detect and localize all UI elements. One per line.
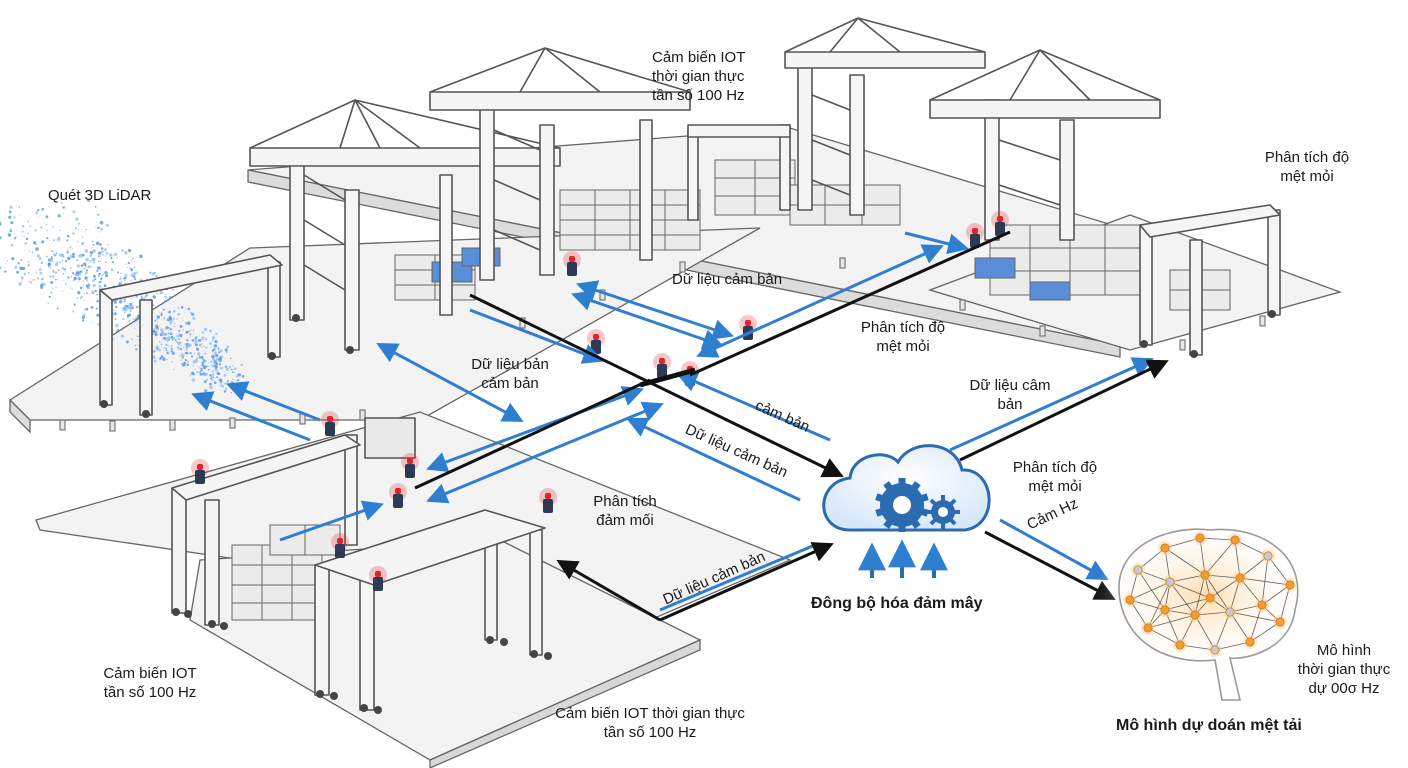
- fatigue-analysis-label-mid: Phân tích độ mệt mỏi: [860, 319, 946, 355]
- crane-icon: [929, 49, 1161, 241]
- lidar-label: Quét 3D LiDAR: [48, 187, 152, 204]
- fatigue-analysis-label-left: Phân tích đảm mối: [593, 493, 657, 529]
- crane-icon: [1139, 204, 1281, 356]
- crane-wheels: [100, 310, 1276, 714]
- blue-flows: [191, 231, 1154, 612]
- sensor-beacon-icon: [966, 223, 984, 248]
- sensor-beacon-icon: [401, 453, 419, 478]
- upload-arrows: [858, 539, 948, 578]
- gear-icon: [875, 478, 929, 532]
- crane-icon: [99, 254, 283, 416]
- crane-icon: [429, 47, 691, 281]
- fatigue-analysis-label-top-right: Phân tích độ mệt mỏi: [1264, 149, 1350, 185]
- crane-icon: [314, 509, 546, 711]
- brain-network-icon: [1095, 515, 1315, 701]
- crane-icon: [784, 17, 986, 216]
- board-sensor-data-label: Dữ liệu bản cảm bản: [471, 356, 549, 392]
- sensor-beacon-icon: [389, 483, 407, 508]
- sensor-data-label-top: Dữ liệu cảm bản: [672, 271, 783, 288]
- iot-sensor-label-bottom-left: Cảm biến IOT tần số 100 Hz: [103, 665, 197, 701]
- gear-icon: [926, 495, 960, 529]
- sensor-beacon-icon: [653, 353, 671, 378]
- sensor-beacon-icon: [331, 533, 349, 558]
- iot-sensor-label-bottom: Cảm biến IOT thời gian thực tần số 100 H…: [555, 705, 745, 741]
- iot-sensor-label-top: Cảm biến IOT thời gian thực tần số 100 H…: [652, 49, 746, 104]
- sensor-data-label-right: Dữ liệu câm bản: [969, 377, 1051, 413]
- realtime-model-label: Mô hình thời gian thực dự 00σ Hz: [1297, 642, 1391, 697]
- sensor-beacon-icon: [991, 211, 1009, 236]
- crane-icon: [687, 124, 791, 221]
- prediction-model-label: Mô hình dự doán mệt tải: [1116, 717, 1302, 734]
- cloud-icon: [822, 444, 991, 578]
- lower-platform: [35, 411, 792, 621]
- black-flows: [414, 230, 1169, 622]
- container-icon: [559, 189, 701, 251]
- cloud-sync-label: Đông bộ hóa đảm mây: [811, 595, 983, 612]
- sensor-beacon-icon: [587, 329, 605, 354]
- sensor-beacon-icon: [369, 566, 387, 591]
- sensor-beacon-icon: [563, 251, 581, 276]
- crane-icon: [171, 434, 361, 626]
- container-icon: [231, 544, 323, 621]
- cranes: [99, 17, 1281, 711]
- sensor-beacon-icon: [191, 459, 209, 484]
- sensor-beacon-icon: [321, 411, 339, 436]
- fatigue-analysis-label-right: Phân tích độ mệt mỏi: [1012, 459, 1098, 495]
